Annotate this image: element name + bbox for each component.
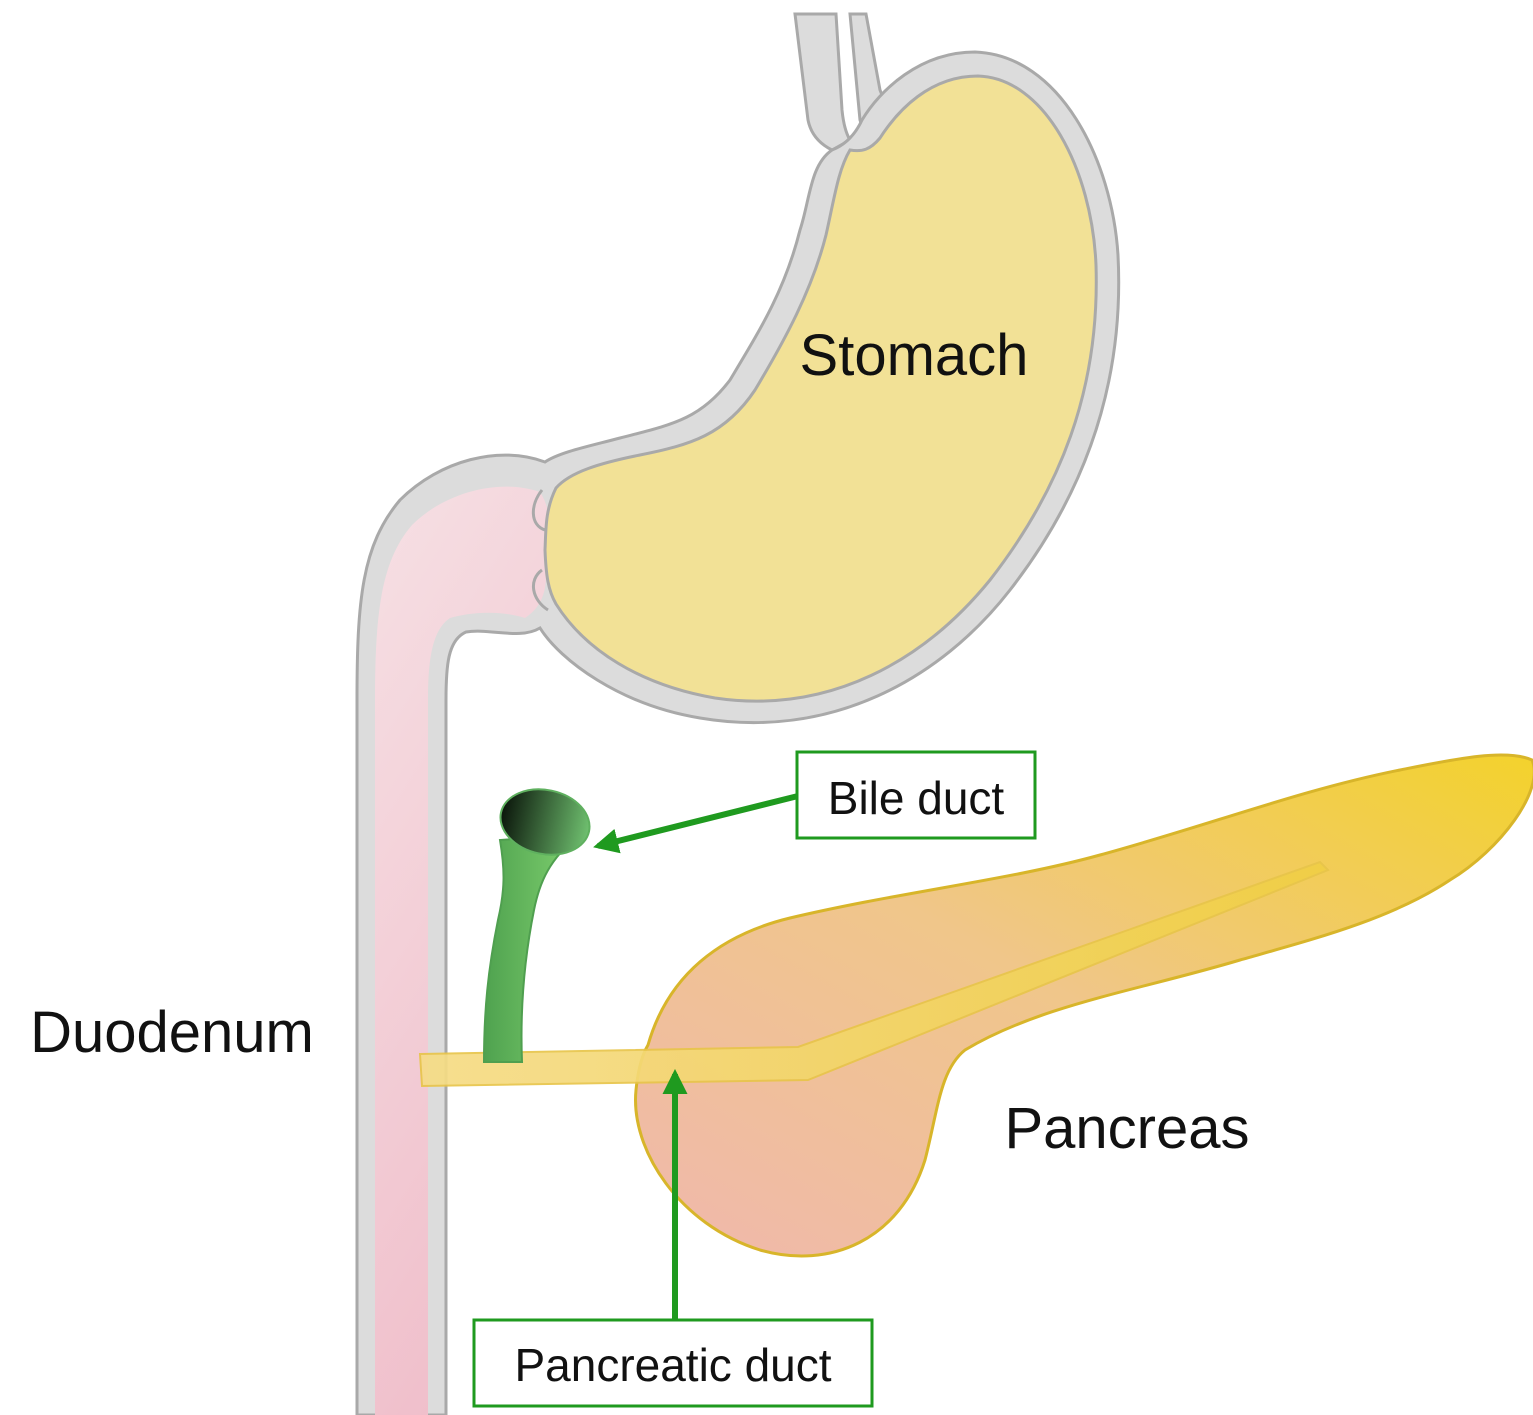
pancreatic-duct-label: Pancreatic duct (514, 1339, 831, 1391)
pancreas (636, 755, 1533, 1256)
duodenum-label: Duodenum (30, 1000, 314, 1065)
stomach-label: Stomach (800, 323, 1029, 388)
bile-duct-label: Bile duct (828, 772, 1005, 824)
pancreas-label: Pancreas (1004, 1096, 1249, 1161)
bile-duct-arrow (598, 796, 798, 846)
bile-duct (484, 781, 596, 1062)
